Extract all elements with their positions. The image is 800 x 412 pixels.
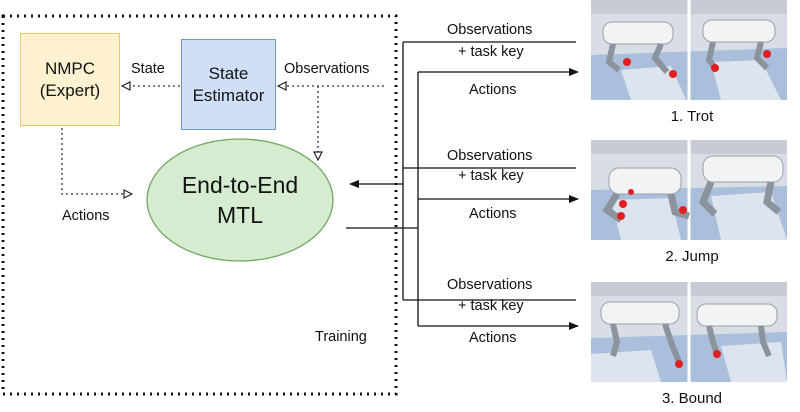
quadruped-robot-icon xyxy=(591,0,787,100)
quadruped-robot-icon xyxy=(591,282,787,382)
training-label: Training xyxy=(315,329,367,345)
actions-label-jump: Actions xyxy=(469,206,517,222)
nmpc-sublabel: (Expert) xyxy=(39,80,101,100)
nmpc-label: NMPC xyxy=(44,58,96,78)
jump-simulation-image xyxy=(591,140,787,240)
estimator-label-line1: State xyxy=(208,63,249,83)
actions-label: Actions xyxy=(62,208,110,224)
mtl-label: End-to-End MTL xyxy=(150,160,330,240)
task-key-label-trot: + task key xyxy=(458,44,524,60)
actions-label-trot: Actions xyxy=(469,82,517,98)
obs-label-trot: Observations xyxy=(447,22,533,38)
trot-simulation-image xyxy=(591,0,787,100)
mtl-label-line2: MTL xyxy=(217,202,263,228)
bound-caption: 3. Bound xyxy=(661,390,723,407)
task-key-label-bound: + task key xyxy=(458,298,524,314)
trot-caption: 1. Trot xyxy=(670,108,714,125)
state-label: State xyxy=(131,61,165,77)
obs-label-bound: Observations xyxy=(447,277,533,293)
nmpc-expert-box: NMPC (Expert) xyxy=(20,33,120,126)
expert-actions-arrow xyxy=(61,128,132,194)
mtl-label-line1: End-to-End xyxy=(181,172,299,198)
obs-label-jump: Observations xyxy=(447,148,533,164)
task-key-label-jump: + task key xyxy=(458,168,524,184)
mtl-ellipse xyxy=(146,138,334,262)
jump-caption: 2. Jump xyxy=(665,248,719,265)
quadruped-robot-icon xyxy=(591,140,787,240)
state-estimator-box: State Estimator xyxy=(181,39,276,130)
actions-label-bound: Actions xyxy=(469,330,517,346)
bound-simulation-image xyxy=(591,282,787,382)
training-boundary xyxy=(1,14,398,396)
observations-label: Observations xyxy=(284,61,370,77)
estimator-label-line2: Estimator xyxy=(192,85,265,105)
